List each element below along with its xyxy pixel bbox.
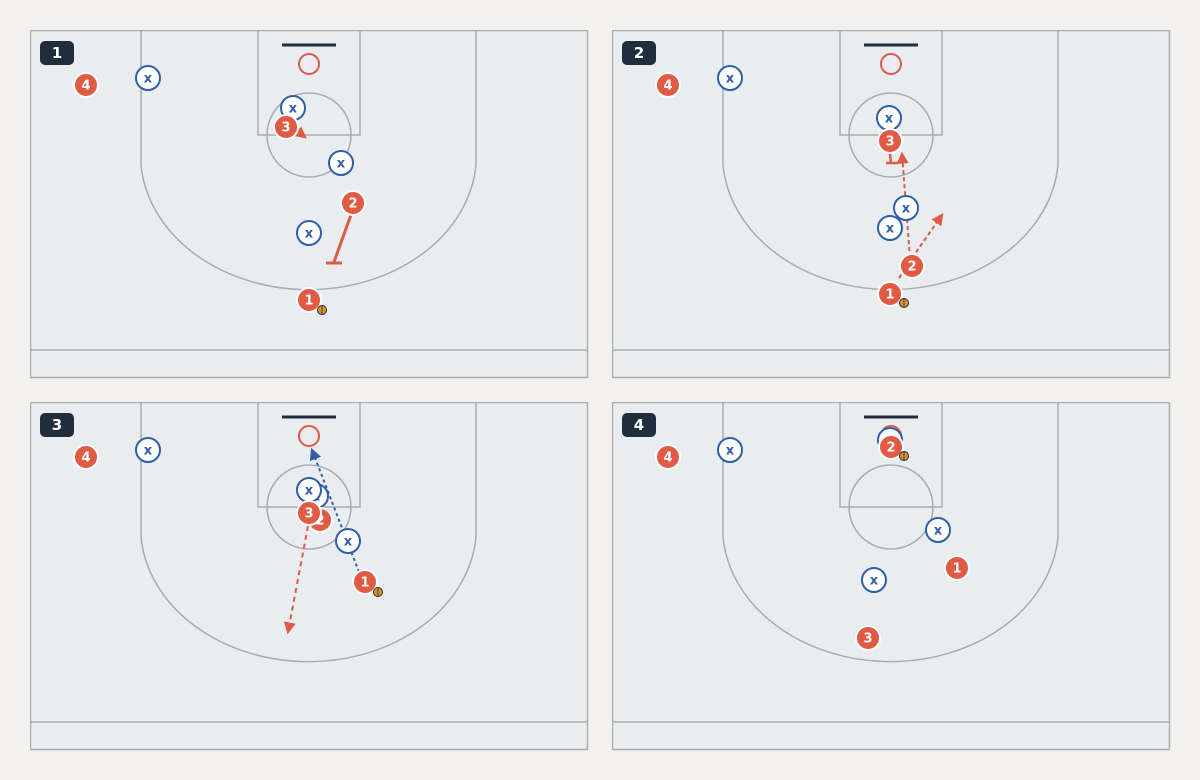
offensive-player-2: 2 (899, 253, 925, 279)
svg-text:4: 4 (81, 79, 90, 94)
offensive-player-3: 3 (877, 128, 903, 154)
defender: x (335, 528, 361, 554)
svg-text:1: 1 (952, 562, 961, 577)
screen-path (888, 153, 893, 164)
frame-number-badge: 2 (622, 41, 656, 65)
frame-number-badge: 4 (622, 413, 656, 437)
screen-path (332, 211, 354, 263)
offensive-player-1: 1 (296, 287, 322, 313)
defender: x (861, 567, 887, 593)
defender: x (328, 150, 354, 176)
offensive-player-4: 4 (73, 444, 99, 470)
free-throw-circle (266, 92, 352, 178)
offensive-player-4: 4 (655, 444, 681, 470)
rim (298, 425, 320, 447)
defender: x (893, 195, 919, 221)
court-boundary (612, 402, 1171, 751)
svg-text:x: x (870, 574, 879, 589)
offensive-player-3: 3 (296, 500, 322, 526)
svg-text:3: 3 (863, 632, 872, 647)
offensive-player-3: 3 (855, 625, 881, 651)
play-frame-4: x x x x 4 2 1 3 4 (612, 402, 1172, 752)
court-diagram: x x x x 4 3 2 1 (30, 30, 589, 379)
paint (839, 402, 943, 508)
ball-icon (317, 305, 327, 315)
svg-text:x: x (726, 444, 735, 459)
pass-path (309, 447, 360, 573)
svg-text:x: x (726, 72, 735, 87)
svg-text:x: x (885, 112, 894, 127)
svg-text:1: 1 (360, 576, 369, 591)
defender: x (717, 437, 743, 463)
svg-text:3: 3 (281, 121, 290, 136)
svg-text:x: x (344, 535, 353, 550)
offensive-player-2: 2 (878, 434, 904, 460)
svg-text:x: x (902, 202, 911, 217)
svg-text:4: 4 (663, 79, 672, 94)
ball-icon (899, 451, 909, 461)
three-point-line (140, 402, 477, 663)
rim (880, 53, 902, 75)
svg-text:2: 2 (886, 441, 895, 456)
frame-number-badge: 3 (40, 413, 74, 437)
paint (257, 30, 361, 136)
svg-text:2: 2 (907, 260, 916, 275)
rim (298, 53, 320, 75)
svg-text:2: 2 (315, 514, 324, 529)
court-diagram: x x x x 4 2 3 1 (30, 402, 589, 751)
ball-icon (373, 587, 383, 597)
defender: x (296, 220, 322, 246)
defender: x (296, 477, 322, 503)
svg-text:x: x (934, 524, 943, 539)
court-diagram: x x x x 4 2 1 3 (612, 402, 1171, 751)
defender: x (876, 105, 902, 131)
free-throw-circle (848, 92, 934, 178)
offensive-player-4: 4 (655, 72, 681, 98)
defender: x (135, 65, 161, 91)
defender: x (135, 437, 161, 463)
svg-text:3: 3 (885, 135, 894, 150)
offensive-player-3: 3 (273, 114, 299, 140)
defender: x (925, 517, 951, 543)
svg-text:x: x (886, 222, 895, 237)
svg-text:x: x (337, 157, 346, 172)
court-boundary (30, 30, 589, 379)
offensive-player-4: 4 (73, 72, 99, 98)
cut-path (911, 213, 944, 259)
defender: x (717, 65, 743, 91)
court-boundary (30, 402, 589, 751)
defender: x (877, 215, 903, 241)
offensive-player-1: 1 (877, 281, 903, 307)
svg-text:2: 2 (348, 197, 357, 212)
frame-number-badge: 1 (40, 41, 74, 65)
free-throw-circle (848, 464, 934, 550)
play-frame-3: x x x x 4 2 3 1 3 (30, 402, 590, 752)
svg-text:x: x (289, 102, 298, 117)
play-frame-2: x x x x 4 3 2 1 2 (612, 30, 1172, 380)
three-point-line (722, 402, 1059, 663)
free-throw-circle (266, 464, 352, 550)
ball-icon (899, 298, 909, 308)
court-boundary (612, 30, 1171, 379)
svg-text:3: 3 (304, 507, 313, 522)
offensive-player-1: 1 (352, 569, 378, 595)
svg-text:1: 1 (304, 294, 313, 309)
svg-text:4: 4 (663, 451, 672, 466)
svg-text:x: x (305, 484, 314, 499)
svg-text:x: x (305, 227, 314, 242)
svg-text:1: 1 (885, 288, 894, 303)
offensive-player-1: 1 (944, 555, 970, 581)
svg-text:4: 4 (81, 451, 90, 466)
svg-text:x: x (144, 72, 153, 87)
svg-text:x: x (144, 444, 153, 459)
offensive-player-2: 2 (340, 190, 366, 216)
court-diagram: x x x x 4 3 2 1 (612, 30, 1171, 379)
play-frame-1: x x x x 4 3 2 1 1 (30, 30, 590, 380)
